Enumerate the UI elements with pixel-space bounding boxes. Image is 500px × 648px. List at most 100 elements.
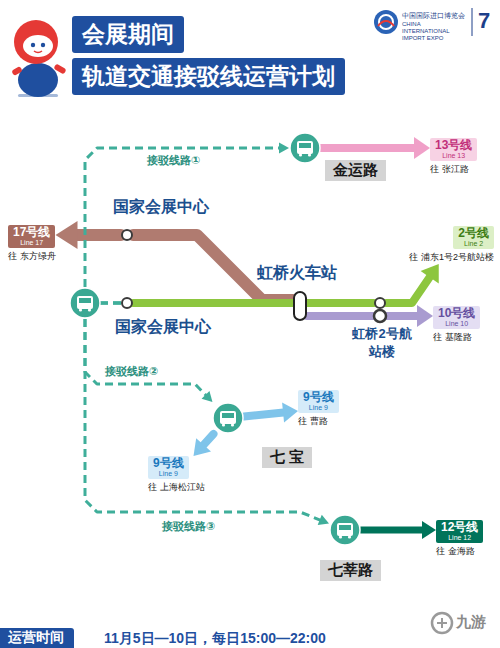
logo-arc xyxy=(378,21,394,26)
watermark-logo xyxy=(432,613,452,633)
arrow-head xyxy=(421,264,439,283)
shuttle-route xyxy=(85,303,207,396)
badge-box: 17号线Line 17 xyxy=(8,225,55,248)
metro-line xyxy=(307,312,420,320)
subtitle-banner: 会展期间 xyxy=(72,16,184,53)
stop-name: 七 宝 xyxy=(262,447,312,468)
arrow-head xyxy=(194,438,211,456)
line-english: Line 9 xyxy=(303,404,334,412)
line-direction: 往 基隆路 xyxy=(433,331,472,344)
mascot-arm xyxy=(11,66,23,76)
bus-icon-part xyxy=(329,514,361,546)
edition-number: 7 xyxy=(478,8,490,34)
arrow-head xyxy=(279,143,289,154)
line-english: Line 2 xyxy=(458,240,489,248)
line-direction: 往 上海松江站 xyxy=(148,481,205,494)
bus-icon-part xyxy=(299,153,302,156)
metro-line xyxy=(133,299,293,307)
route-label: 接驳线路③ xyxy=(160,519,217,534)
bus-stop: 七 宝 xyxy=(212,402,244,434)
line-number: 10号线 xyxy=(438,307,475,320)
bus-window xyxy=(79,298,91,303)
route-label: 接驳线路① xyxy=(145,153,202,168)
line-english: Line 10 xyxy=(438,320,475,328)
badge-box: 10号线Line 10 xyxy=(433,306,480,329)
line-direction: 往 张江路 xyxy=(430,163,469,176)
bus-icon-part xyxy=(289,132,321,164)
line-number: 17号线 xyxy=(13,226,50,239)
bus-icon-part xyxy=(222,423,225,426)
arrow-head xyxy=(422,521,436,539)
mascot-arm xyxy=(53,63,66,74)
mascot-face xyxy=(23,35,53,57)
line-badge: 9号线Line 9 往 曹路 xyxy=(298,390,339,428)
line-direction: 往 金海路 xyxy=(436,545,475,558)
bus-icon-part xyxy=(212,402,244,434)
line-direction: 往 东方绿舟 xyxy=(8,250,56,263)
bus-icon-part xyxy=(220,411,236,424)
time-banner: 运营时间 xyxy=(0,628,74,648)
mascot-body xyxy=(18,63,58,97)
mascot xyxy=(11,20,67,97)
station-circle: 虹桥2号航站楼 xyxy=(374,297,386,309)
station-name: 虹桥2号航站楼 xyxy=(350,325,414,361)
line-badge: 2号线Line 2 往 浦东1号2号航站楼 xyxy=(409,226,494,264)
station-circle: 国家会展中心 xyxy=(121,229,133,241)
mascot-eye xyxy=(41,43,45,47)
bus-stop: 七莘路 xyxy=(329,514,361,546)
station-circle: 国家会展中心 xyxy=(121,297,133,309)
bus-icon-part xyxy=(213,403,243,433)
bus-icon-part xyxy=(308,153,311,156)
bus-wheel xyxy=(79,308,82,311)
bus-icon-part xyxy=(290,133,320,163)
bus-stop: 金运路 xyxy=(289,132,321,164)
arrow-head xyxy=(414,137,430,159)
logo-name: 中国国际进口博览会 xyxy=(402,11,465,21)
arrow-head xyxy=(56,221,78,249)
watermark: 九游 xyxy=(456,613,486,632)
watermark-mark xyxy=(437,618,447,628)
title-banner: 轨道交通接驳线运营计划 xyxy=(72,58,345,95)
bus-icon-part xyxy=(297,141,313,154)
logo-english: CHINA INTERNATIONAL IMPORT EXPO xyxy=(402,21,468,42)
badge-box: 9号线Line 9 xyxy=(298,390,339,413)
bus-circle xyxy=(70,288,100,318)
bus-icon-part xyxy=(339,525,351,530)
bus-icon xyxy=(329,514,361,550)
watermark-ring xyxy=(432,613,452,633)
line-number: 13号线 xyxy=(435,139,472,152)
logo-ring xyxy=(379,15,393,29)
line-badge: 12号线Line 12往 金海路 xyxy=(436,520,483,558)
line-direction: 往 浦东1号2号航站楼 xyxy=(409,251,494,264)
bus-icon-part xyxy=(222,413,234,418)
badge-box: 13号线Line 13 xyxy=(430,138,477,161)
line-direction: 往 曹路 xyxy=(298,415,328,428)
line-english: Line 12 xyxy=(441,534,478,542)
station-name: 国家会展中心 xyxy=(115,317,211,338)
mascot-mouth xyxy=(34,51,42,53)
hub-station: 虹桥火车站 xyxy=(293,291,307,321)
mascot-head xyxy=(14,20,58,64)
badge-box: 9号线Line 9 xyxy=(148,456,189,479)
bus-icon-part xyxy=(337,523,353,536)
metro-line xyxy=(361,527,425,534)
metro-line xyxy=(73,229,121,241)
metro-line xyxy=(244,412,286,416)
bus-icon xyxy=(212,402,244,438)
badge-box: 2号线Line 2 xyxy=(453,226,494,249)
stop-name: 七莘路 xyxy=(320,560,381,581)
bus-wheel xyxy=(88,308,91,311)
line-english: Line 9 xyxy=(153,470,184,478)
shuttle-route xyxy=(85,148,281,303)
mascot-eye xyxy=(31,43,35,47)
station-name: 虹桥火车站 xyxy=(257,263,337,284)
line-number: 9号线 xyxy=(303,391,334,404)
mascot-shadow xyxy=(18,94,58,97)
bus-icon-part xyxy=(231,423,234,426)
shuttle-route xyxy=(85,303,322,521)
arrow-head xyxy=(417,305,433,327)
